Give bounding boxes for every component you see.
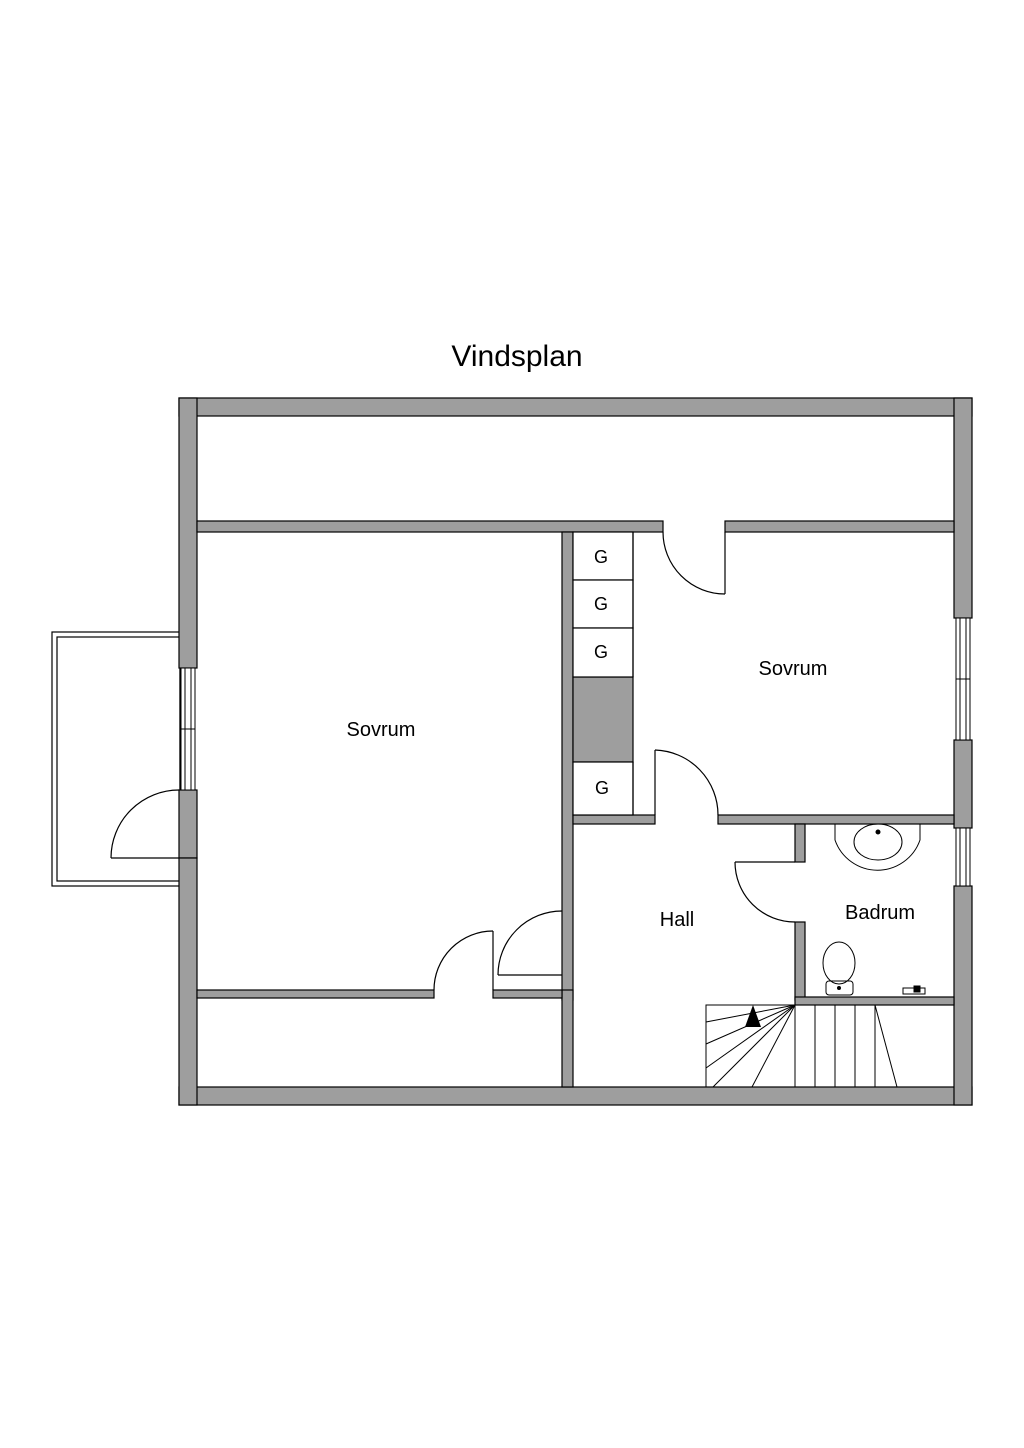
windows: [180, 617, 971, 887]
door-hall-left-bedroom: [497, 910, 563, 976]
wardrobe-label-4: G: [595, 778, 609, 798]
floor-drain-icon: [902, 985, 926, 995]
door-hall-bedroom: [654, 749, 719, 816]
wardrobes: [572, 531, 634, 816]
floor-plan-title: Vindsplan: [451, 340, 582, 373]
wardrobe-1: [572, 531, 634, 581]
staircase: [705, 1004, 955, 1088]
wardrobe-2: [572, 579, 634, 629]
wardrobe-3: [572, 627, 634, 678]
window-left: [180, 667, 196, 791]
wardrobe-label-1: G: [594, 547, 608, 567]
door-bottom-storage: [433, 930, 494, 991]
exterior-walls: [178, 397, 973, 1106]
wardrobe-label-3: G: [594, 642, 608, 662]
room-label-bathroom: Badrum: [845, 902, 915, 924]
doors: [110, 531, 796, 991]
window-right-bedroom: [955, 617, 971, 741]
stair-direction-arrow-icon: [745, 1005, 761, 1027]
room-label-bedroom-right: Sovrum: [759, 658, 828, 680]
toilet-icon: [822, 941, 856, 996]
room-label-hall: Hall: [660, 909, 694, 931]
sink-icon: [834, 823, 921, 871]
wardrobe-4: [572, 761, 634, 816]
door-balcony: [110, 789, 180, 859]
window-bathroom: [955, 827, 971, 887]
room-label-bedroom-left: Sovrum: [347, 719, 416, 741]
door-right-bedroom: [662, 531, 726, 595]
door-bathroom: [734, 861, 796, 923]
balcony: [51, 631, 181, 887]
wardrobe-label-2: G: [594, 594, 608, 614]
